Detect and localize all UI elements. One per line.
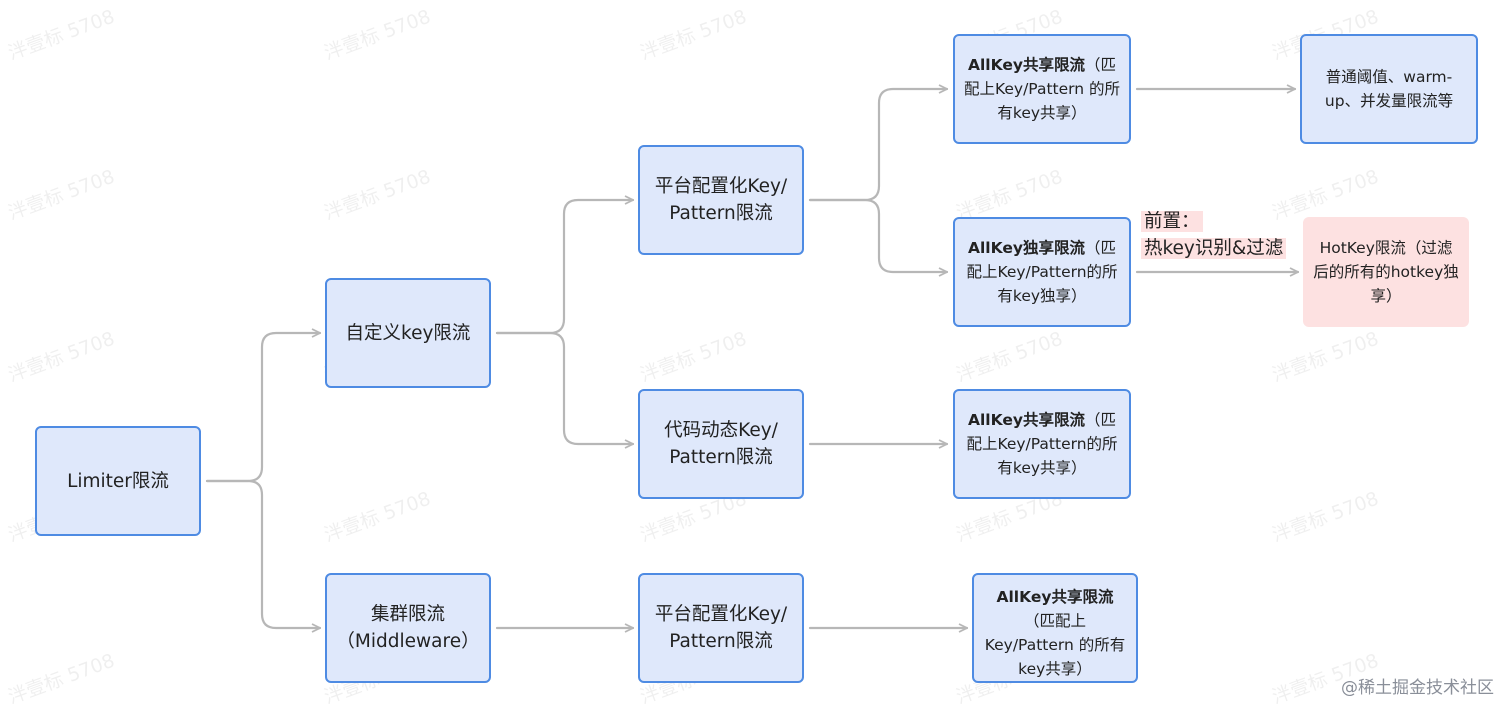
cluster-limit-node: 集群限流 （Middleware） [325, 573, 491, 683]
limiter-root-node: Limiter限流 [35, 426, 201, 536]
platform-config-cluster-node: 平台配置化Key/ Pattern限流 [638, 573, 804, 683]
edge-custom-platform1 [495, 200, 635, 335]
node-label-line1: 集群限流 [371, 604, 446, 625]
edge-custom-code [495, 331, 635, 444]
node-label: 自定义key限流 [345, 322, 471, 344]
node-label-line2: Pattern限流 [669, 631, 773, 652]
node-label-rest: （匹配上Key/Pattern 的所有key共享） [963, 56, 1120, 122]
allkey-share-cluster-node: AllKey共享限流 （匹配上Key/Pattern 的所有key共享） [972, 573, 1138, 683]
footer-watermark: @稀土掘金技术社区 [1341, 678, 1494, 698]
node-label: 普通阈值、warm-up、并发量限流等 [1324, 68, 1454, 110]
node-label-line1: 平台配置化Key/ [654, 604, 788, 625]
node-label: Limiter限流 [67, 470, 169, 492]
custom-key-limit-node: 自定义key限流 [325, 278, 491, 388]
node-label: HotKey限流（过滤后的所有的hotkey独享） [1313, 239, 1459, 305]
hotkey-limit-node: HotKey限流（过滤后的所有的hotkey独享） [1303, 217, 1469, 327]
node-label-rest: （匹配上Key/Pattern的所有key共享） [966, 411, 1118, 477]
platform-config-node: 平台配置化Key/ Pattern限流 [638, 145, 804, 255]
node-label-line2: Pattern限流 [669, 203, 773, 224]
allkey-share-node: AllKey共享限流（匹配上Key/Pattern 的所有key共享） [953, 34, 1131, 144]
allkey-share-code-node: AllKey共享限流（匹配上Key/Pattern的所有key共享） [953, 389, 1131, 499]
normal-threshold-node: 普通阈值、warm-up、并发量限流等 [1300, 34, 1478, 144]
node-label-bold: AllKey共享限流 [968, 56, 1085, 74]
node-label-line2: （Middleware） [336, 631, 480, 652]
edge-root-cluster [205, 479, 322, 628]
node-label-line2: Pattern限流 [669, 447, 773, 468]
note-line1: 前置： [1141, 211, 1203, 232]
node-label-line1: 代码动态Key/ [664, 420, 778, 441]
node-label-bold: AllKey独享限流 [968, 239, 1085, 257]
node-label-rest: （匹配上Key/Pattern 的所有key共享） [984, 612, 1126, 678]
edge-platform1-share [808, 89, 949, 202]
edge-platform1-exclusive [808, 198, 949, 272]
node-label-bold: AllKey共享限流 [996, 588, 1114, 606]
note-line2: 热key识别&过滤 [1141, 238, 1287, 259]
node-label-rest: （匹配上Key/Pattern的所有key独享） [966, 239, 1118, 305]
prerequisite-note: 前置： 热key识别&过滤 [1141, 208, 1287, 262]
node-label-bold: AllKey共享限流 [968, 411, 1085, 429]
code-dynamic-node: 代码动态Key/ Pattern限流 [638, 389, 804, 499]
node-label-line1: 平台配置化Key/ [654, 176, 788, 197]
edge-root-custom [205, 333, 322, 483]
allkey-exclusive-node: AllKey独享限流（匹配上Key/Pattern的所有key独享） [953, 217, 1131, 327]
